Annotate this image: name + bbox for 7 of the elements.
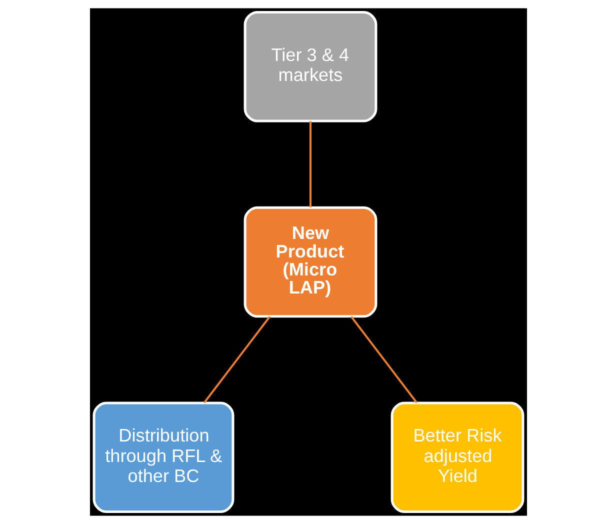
node-box: Better Risk adjusted Yield [390, 402, 524, 513]
node-box: Distribution through RFL & other BC [92, 402, 234, 513]
connector [309, 121, 312, 208]
node-box: Tier 3 & 4 markets [243, 11, 377, 122]
connector [350, 316, 417, 404]
node-box: New Product (Micro LAP) [243, 206, 377, 318]
connector [203, 316, 270, 404]
